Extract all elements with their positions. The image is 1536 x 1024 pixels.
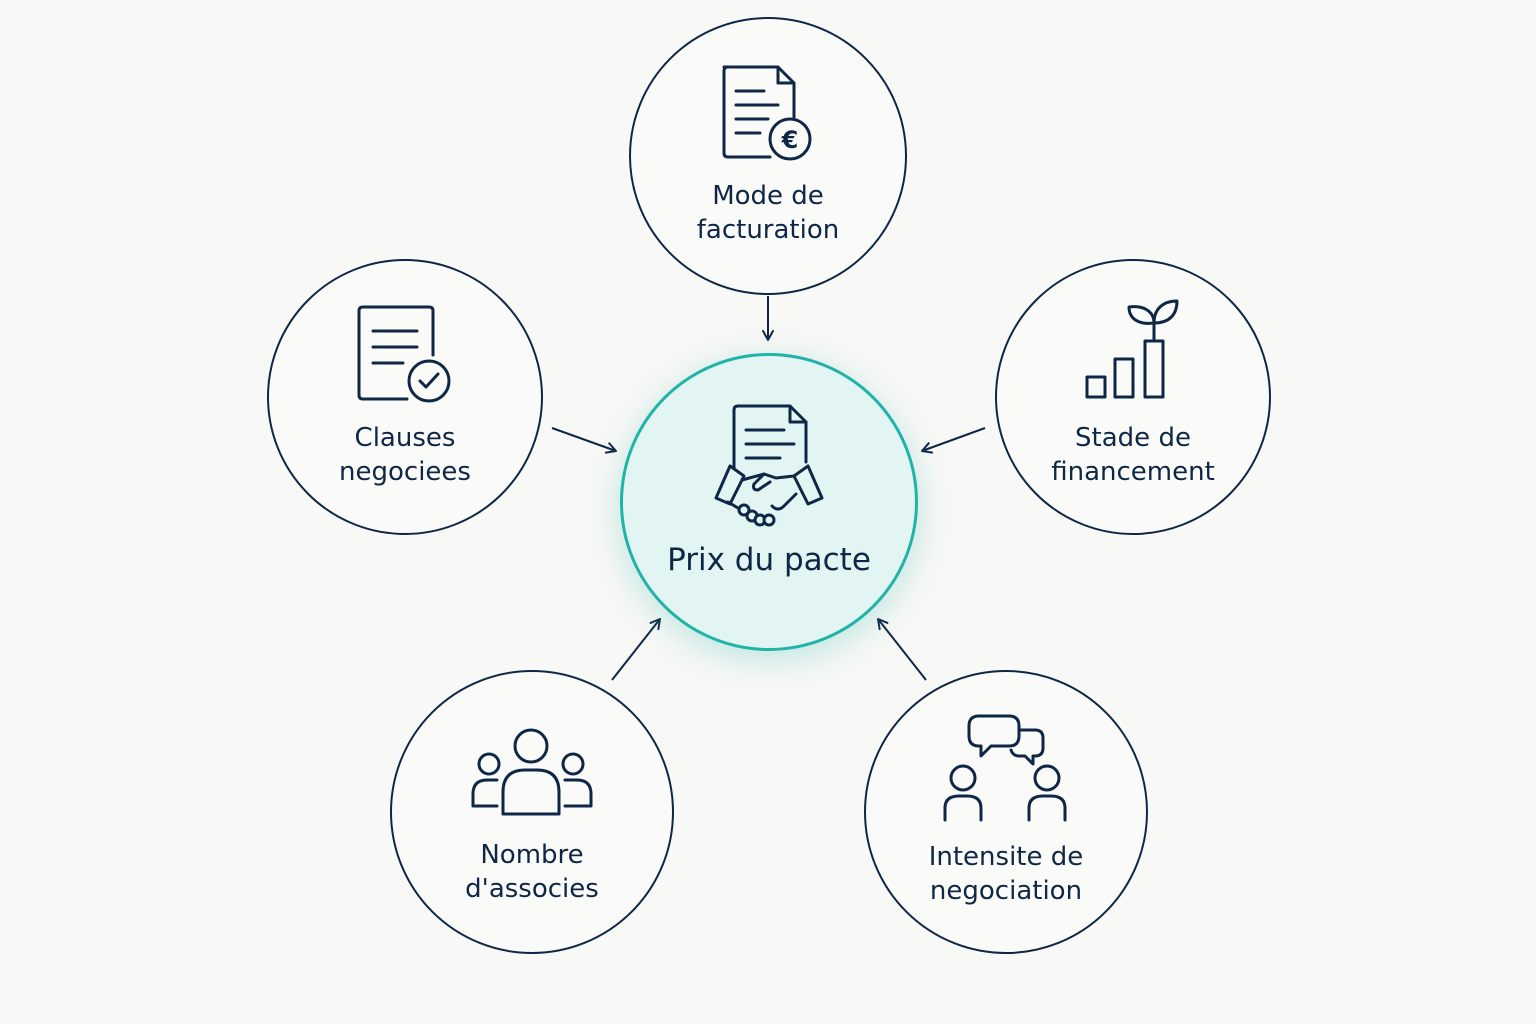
contract-handshake-icon (714, 404, 824, 527)
factor-node-nombre-associes: Nombre d'associes (390, 670, 674, 954)
arrow-nombre-associes (611, 618, 661, 681)
conversation-people-icon (943, 714, 1067, 822)
factor-label-intensite-negociation: Intensite de negociation (928, 842, 1084, 906)
people-group-icon (471, 728, 593, 816)
factor-node-intensite-negociation: Intensite de negociation (864, 670, 1148, 954)
document-check-icon (357, 305, 451, 403)
svg-text:€: € (781, 126, 799, 154)
growth-chart-plant-icon (1085, 299, 1179, 399)
factor-node-clauses-negociees: Clauses negociees (267, 259, 543, 535)
factor-node-mode-facturation: € Mode de facturation (629, 17, 907, 295)
factor-label-nombre-associes: Nombre d'associes (465, 840, 599, 904)
invoice-euro-icon: € (722, 65, 812, 161)
factor-label-mode-facturation: Mode de facturation (696, 181, 840, 245)
arrow-intensite-negociation (877, 618, 927, 681)
center-node-prix-du-pacte: Prix du pacte (620, 353, 918, 651)
factor-node-stade-financement: Stade de financement (995, 259, 1271, 535)
arrow-stade-financement (921, 427, 986, 454)
factor-label-clauses-negociees: Clauses negociees (339, 423, 471, 487)
factor-label-stade-financement: Stade de financement (1051, 423, 1215, 487)
arrow-clauses-negociees (551, 427, 617, 454)
center-label: Prix du pacte (667, 542, 871, 578)
